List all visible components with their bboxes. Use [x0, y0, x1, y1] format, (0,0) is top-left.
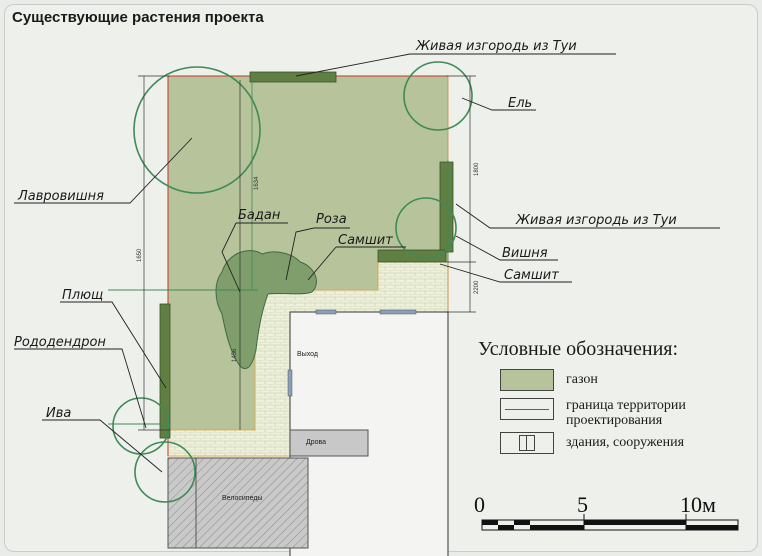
- dim-1456: 1456: [232, 348, 238, 362]
- hedge-top: [249, 71, 337, 83]
- boxwood-label-1: Самшит: [338, 233, 393, 248]
- boxwood-hedge: [377, 249, 447, 263]
- legend-item-lawn: газон: [500, 369, 716, 391]
- lawn-swatch: [500, 369, 554, 391]
- rose-label: Роза: [316, 212, 347, 227]
- door-mark: [287, 369, 293, 397]
- building-swatch: [500, 432, 554, 454]
- hedge-right-label: Живая изгородь из Туи: [515, 213, 677, 228]
- leader-lines: [14, 53, 720, 473]
- boundary-swatch: [500, 398, 554, 420]
- boxwood-label-2: Самшит: [504, 268, 559, 283]
- firewood-shed: [289, 429, 369, 457]
- legend-item-building: здания, сооружения: [500, 432, 716, 454]
- window-mark: [315, 309, 337, 315]
- legend-title: Условные обозначения:: [478, 338, 679, 360]
- hedge-top-label: Живая изгородь из Туи: [415, 39, 577, 54]
- dim-1800: 1800: [474, 162, 480, 176]
- rhododendron-label: Рододендрон: [14, 335, 106, 350]
- scale-bar: [481, 514, 739, 531]
- cherry-laurel-circle: [133, 66, 261, 194]
- willow-circle: [134, 441, 196, 503]
- cherry-label: Вишня: [502, 246, 548, 261]
- bergenia-label: Бадан: [238, 208, 281, 223]
- ivy-label: Плющ: [62, 288, 103, 303]
- dim-1634: 1634: [254, 176, 260, 190]
- dim-2200: 2200: [474, 280, 480, 294]
- scale-mark-5: 5: [577, 492, 588, 517]
- ivy-strip: [159, 303, 171, 439]
- scale-mark-10: 10м: [680, 492, 716, 517]
- spruce-label: Ель: [508, 96, 532, 111]
- cherry-laurel-label: Лавровишня: [17, 189, 104, 204]
- legend-label: здания, сооружения: [566, 435, 685, 450]
- cherry-circle: [395, 197, 457, 259]
- page-title: Существующие растения проекта: [12, 9, 264, 26]
- bicycles-label: Велосипеды: [222, 495, 262, 502]
- window-mark: [379, 309, 417, 315]
- willow-label: Ива: [46, 406, 71, 421]
- exit-label: Выход: [297, 351, 318, 358]
- scale-mark-0: 0: [474, 492, 485, 517]
- bergenia-plant: [215, 250, 317, 370]
- legend-label: граница территории проектирования: [566, 398, 686, 428]
- bicycle-shed-hatch: [167, 457, 197, 549]
- firewood-label: Дрова: [306, 439, 326, 446]
- legend-item-boundary: граница территории проектирования: [500, 398, 716, 428]
- spruce-circle: [403, 61, 473, 131]
- dim-1650: 1650: [137, 248, 143, 262]
- legend-label: газон: [566, 372, 598, 387]
- dimension-lines: [138, 75, 476, 431]
